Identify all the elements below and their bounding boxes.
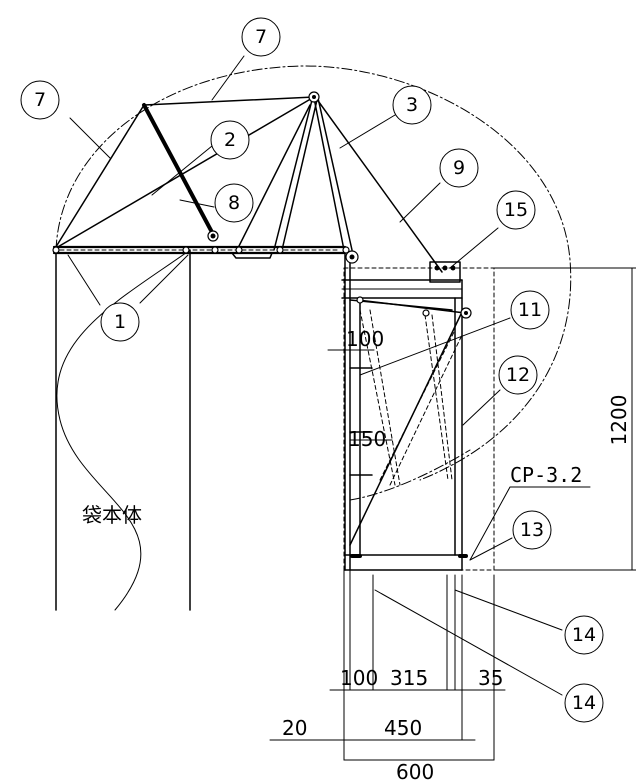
callout-7-left: 7 xyxy=(20,80,60,120)
hinge-pins xyxy=(52,91,472,319)
callout-14-upper: 14 xyxy=(564,615,604,655)
plate-spec: CP-3.2 xyxy=(510,463,582,487)
callout-14-lower: 14 xyxy=(564,683,604,723)
callout-8: 8 xyxy=(214,183,254,223)
svg-text:14: 14 xyxy=(572,624,596,646)
cable xyxy=(315,97,443,273)
dim-450: 450 xyxy=(384,716,422,740)
dim-150: 150 xyxy=(348,427,386,451)
svg-text:14: 14 xyxy=(572,692,596,714)
callout-1: 1 xyxy=(100,302,140,342)
callout-2: 2 xyxy=(210,120,250,160)
dim-20: 20 xyxy=(282,716,307,740)
callout-9: 9 xyxy=(439,148,479,188)
mast xyxy=(237,97,353,251)
callout-3: 3 xyxy=(392,85,432,125)
cabinet xyxy=(341,251,495,571)
svg-text:7: 7 xyxy=(255,26,267,48)
top-bracket xyxy=(429,261,461,283)
dim-100-top: 100 xyxy=(346,327,384,351)
bag-body: 袋本体 xyxy=(55,249,191,611)
svg-text:15: 15 xyxy=(504,199,528,221)
callout-15: 15 xyxy=(496,190,536,230)
svg-text:1: 1 xyxy=(114,311,126,333)
swing-envelope-arc xyxy=(55,65,572,481)
svg-text:13: 13 xyxy=(520,519,544,541)
callout-13: 13 xyxy=(512,510,552,550)
bag-body-label: 袋本体 xyxy=(82,503,142,527)
svg-text:7: 7 xyxy=(34,89,46,111)
dim-315: 315 xyxy=(390,666,428,690)
callout-12: 12 xyxy=(498,355,538,395)
horizontal-boom xyxy=(52,245,347,259)
svg-text:3: 3 xyxy=(406,94,418,116)
support-strut xyxy=(142,103,216,238)
svg-text:11: 11 xyxy=(518,299,542,321)
leader-lines xyxy=(67,55,591,696)
dim-1200: 1200 xyxy=(607,395,631,446)
svg-text:9: 9 xyxy=(453,157,465,179)
dim-35: 35 xyxy=(478,666,503,690)
bag-body-curve xyxy=(56,249,191,611)
svg-text:12: 12 xyxy=(506,364,530,386)
callout-11: 11 xyxy=(510,290,550,330)
dim-600: 600 xyxy=(396,760,434,783)
svg-text:8: 8 xyxy=(228,192,240,214)
dimension-lines xyxy=(269,267,636,761)
dim-100: 100 xyxy=(340,666,378,690)
svg-text:2: 2 xyxy=(224,129,236,151)
roof-frame xyxy=(53,96,315,251)
callout-7-top: 7 xyxy=(241,17,281,57)
